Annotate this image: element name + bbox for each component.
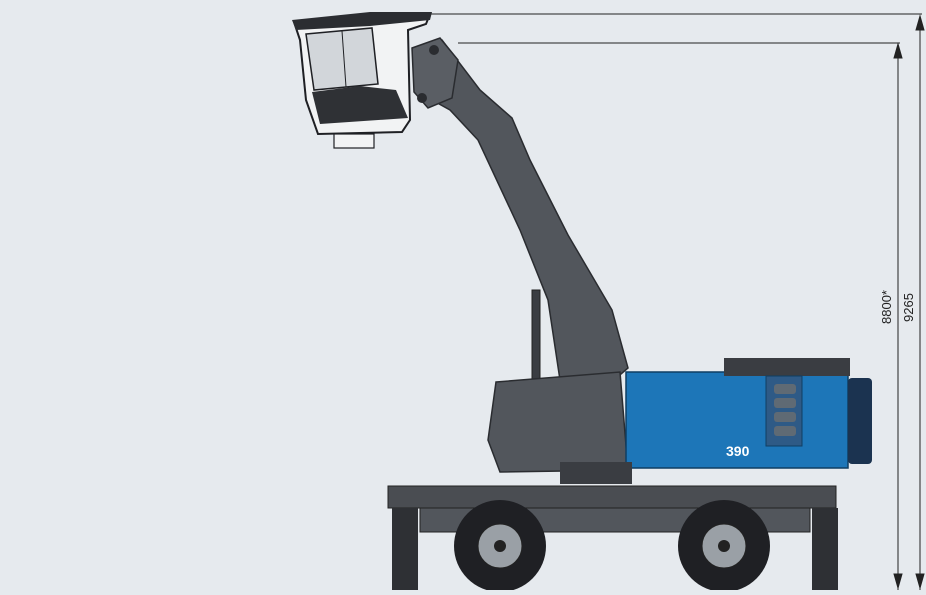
rear-wheel bbox=[678, 500, 770, 592]
upper-structure bbox=[487, 358, 872, 484]
total-height-arrow-top bbox=[915, 14, 925, 31]
boom-head bbox=[411, 37, 459, 109]
dimension-lines bbox=[430, 13, 925, 590]
cab-link-pin bbox=[417, 93, 427, 103]
cab-roof bbox=[292, 12, 432, 30]
boom-pin bbox=[429, 45, 439, 55]
model-badge: 390 bbox=[726, 443, 750, 459]
chassis-frame bbox=[387, 485, 837, 509]
cab-step bbox=[333, 133, 375, 149]
boom-bracket bbox=[487, 371, 629, 473]
outrigger-right bbox=[812, 508, 838, 590]
cab-height-label: 8800* bbox=[879, 290, 894, 324]
total-height-arrow-bottom bbox=[915, 573, 925, 590]
total-height-label: 9265 bbox=[901, 293, 916, 322]
rear-counterweight bbox=[848, 378, 872, 464]
cab-height-arrow-top bbox=[893, 42, 903, 59]
cab-height-arrow-bottom bbox=[893, 573, 903, 590]
slewing-ring bbox=[560, 462, 632, 484]
front-wheel bbox=[454, 500, 546, 592]
cab-seat bbox=[312, 86, 408, 124]
outrigger-left bbox=[392, 508, 418, 590]
engine-hood bbox=[724, 358, 850, 376]
cab-front-window bbox=[305, 27, 379, 91]
undercarriage bbox=[387, 485, 838, 592]
elevated-cab bbox=[292, 12, 432, 149]
